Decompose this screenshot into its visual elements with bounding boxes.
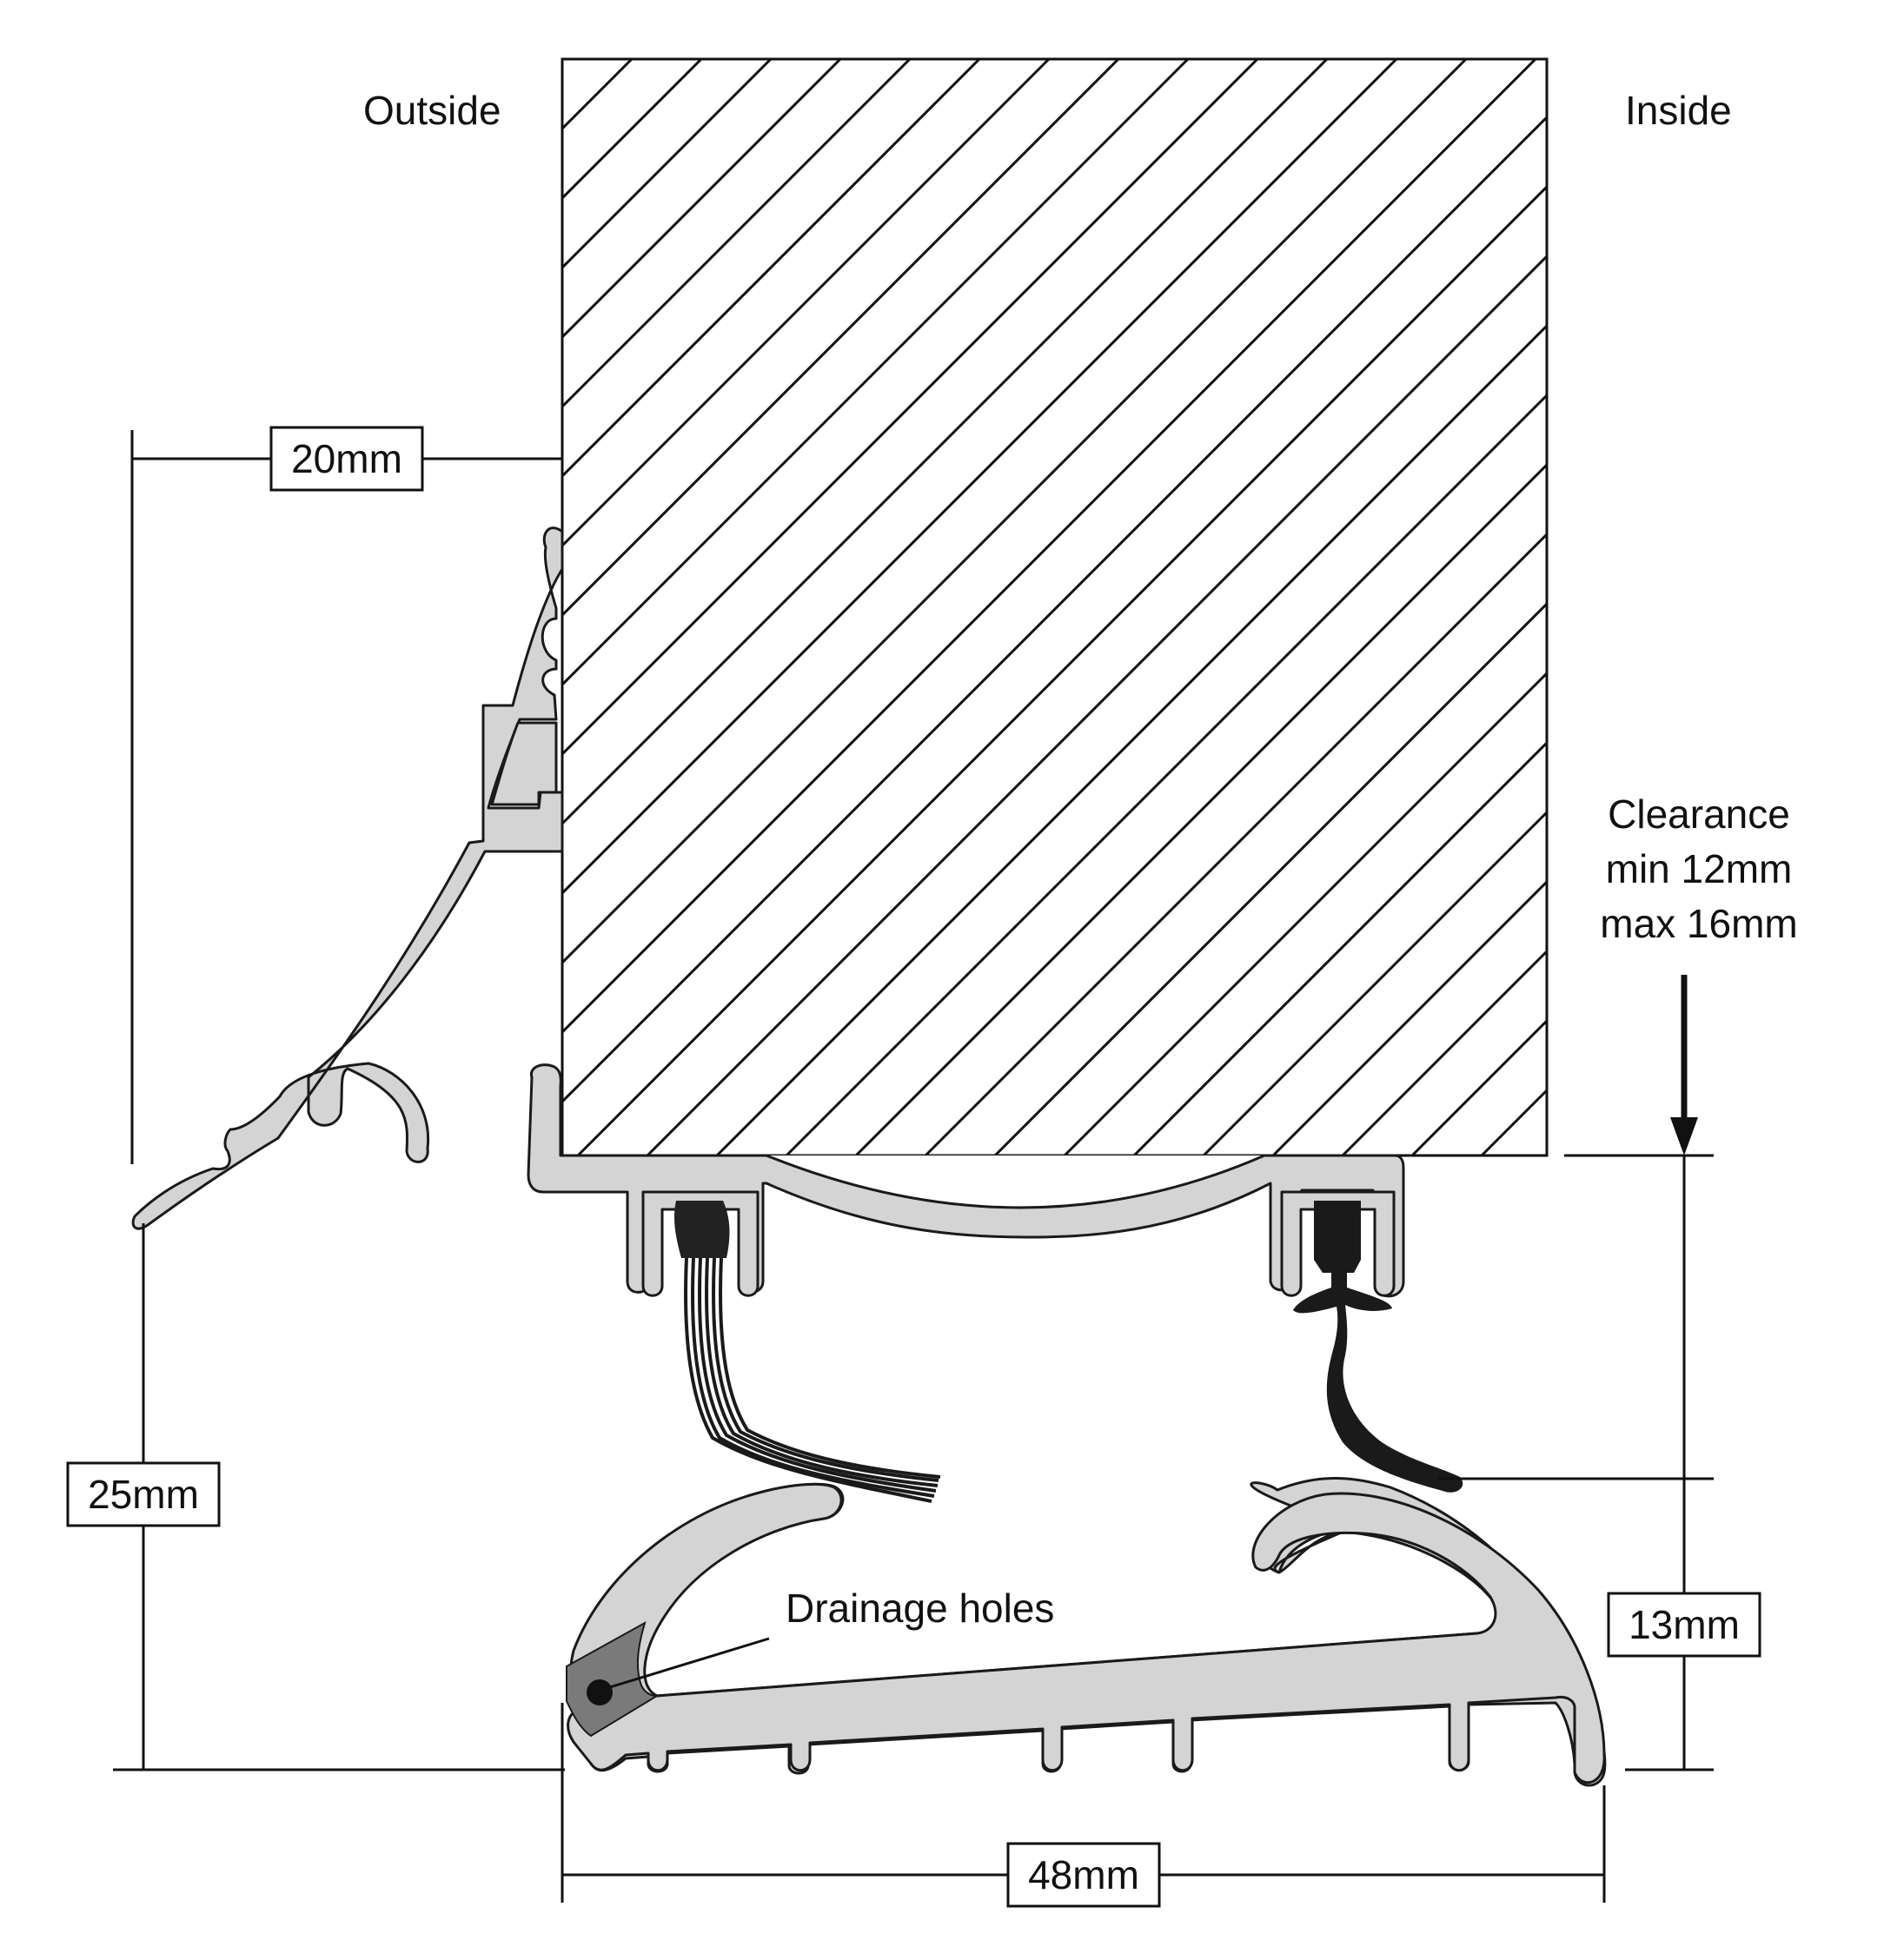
dim-48mm: 48mm: [1006, 1842, 1161, 1908]
hatch-line: [562, 59, 842, 340]
hatch-line: [1202, 810, 1547, 1155]
door-carrier-profile: [527, 1063, 1405, 1298]
hatch-line: [562, 59, 912, 409]
hatch-line: [1341, 949, 1547, 1155]
hatch-line: [562, 59, 1398, 896]
dim-25mm-text: 25mm: [88, 1472, 199, 1517]
dim-13mm: 13mm: [1607, 1592, 1761, 1658]
hatch-line: [1271, 879, 1547, 1155]
hatch-line: [562, 59, 1051, 548]
hatch-line: [562, 59, 1120, 618]
clearance-label: Clearance: [1608, 791, 1790, 837]
drainage-band: [566, 1620, 660, 1738]
hatch-line: [576, 184, 1547, 1155]
outside-label: Outside: [363, 88, 501, 133]
deflector-profile: [131, 526, 564, 1230]
hatch-line: [562, 59, 564, 62]
hatch-line: [562, 115, 1547, 1104]
hatch-line: [562, 59, 1190, 687]
hatch-line: [993, 601, 1547, 1155]
hatch-line: [854, 462, 1547, 1155]
hatch-line: [562, 59, 1329, 826]
hatch-line: [1621, 59, 1884, 1155]
dim-20mm: 20mm: [269, 426, 424, 492]
hatch-line: [562, 59, 1259, 757]
door-hatching: [562, 59, 1884, 1155]
hatch-line: [562, 59, 1537, 1035]
dim-25mm: 25mm: [66, 1461, 221, 1527]
brush-bristles: [684, 1257, 941, 1503]
left-seal-channel: [641, 1190, 760, 1297]
hatch-line: [562, 59, 773, 270]
dim-48mm-text: 48mm: [1028, 1852, 1139, 1897]
hatch-line: [562, 59, 1468, 965]
right-seal-channel: [1280, 1190, 1396, 1297]
hatch-line: [715, 323, 1547, 1155]
hatch-line: [1132, 740, 1547, 1155]
sill-body: [567, 1482, 1606, 1785]
door-leaf: [561, 57, 1884, 1157]
brush-seal-carrier: [674, 1201, 730, 1258]
hatch-line: [785, 393, 1547, 1155]
hatch-line: [924, 532, 1547, 1155]
clearance-max-label: max 16mm: [1600, 901, 1797, 946]
dim-20mm-text: 20mm: [291, 436, 402, 481]
clearance-min-label: min 12mm: [1606, 846, 1793, 891]
drainage-holes-label: Drainage holes: [786, 1586, 1054, 1631]
hatch-line: [1063, 671, 1547, 1155]
flipper-seal: [1293, 1201, 1463, 1493]
threshold-sill: [566, 1477, 1607, 1787]
weather-deflector: [131, 526, 564, 1230]
clearance-arrow-head: [1670, 1117, 1698, 1155]
hatch-line: [646, 254, 1547, 1155]
flipper-seal-head: [1293, 1201, 1463, 1493]
hatch-line: [562, 59, 634, 131]
drainage-hole: [587, 1679, 613, 1705]
deflector-slot: [490, 721, 558, 806]
brush-seal: [674, 1201, 941, 1503]
hatch-line: [1690, 59, 1884, 1155]
hatch-line: [562, 59, 981, 479]
carrier-arc-gap: [766, 1154, 1265, 1209]
hatch-line: [1551, 59, 1884, 1155]
inside-label: Inside: [1625, 88, 1732, 133]
dim-13mm-text: 13mm: [1629, 1602, 1740, 1647]
